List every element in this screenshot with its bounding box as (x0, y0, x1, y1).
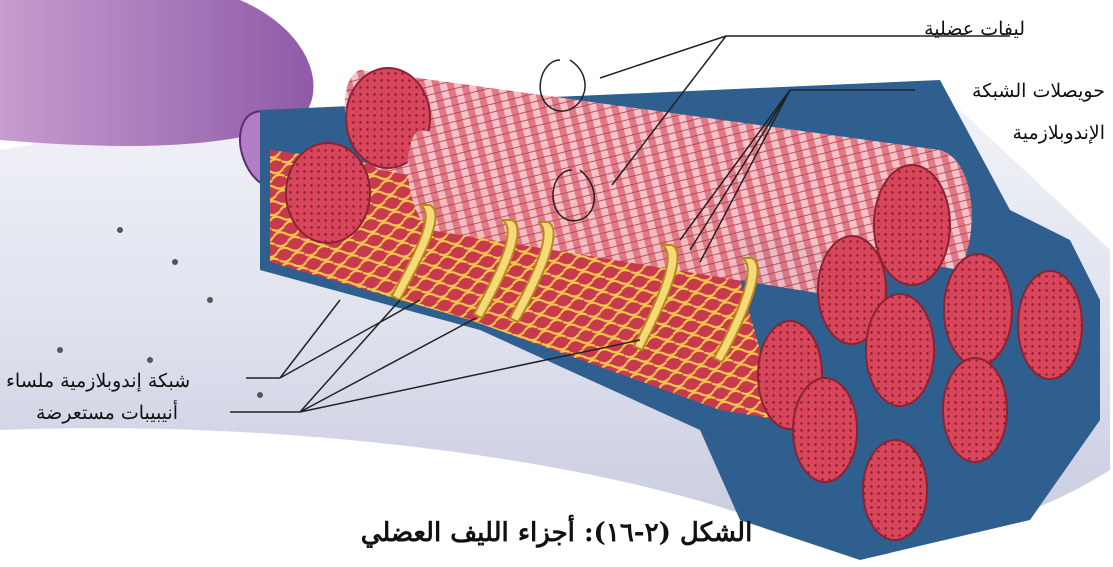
label-t-tubules: أنيبيبات مستعرضة (36, 402, 178, 426)
label-sr-vesicles-line2: الإندوبلازمية (1013, 122, 1105, 146)
label-sr-vesicles-line1: حويصلات الشبكة (972, 80, 1105, 104)
label-smooth-er: شبكة إندوبلازمية ملساء (6, 370, 190, 394)
figure-caption: الشكل (٢-١٦): أجزاء الليف العضلي (0, 518, 1113, 548)
label-myofibrils: ليفات عضلية (924, 18, 1025, 42)
myofibril-end (286, 143, 370, 243)
